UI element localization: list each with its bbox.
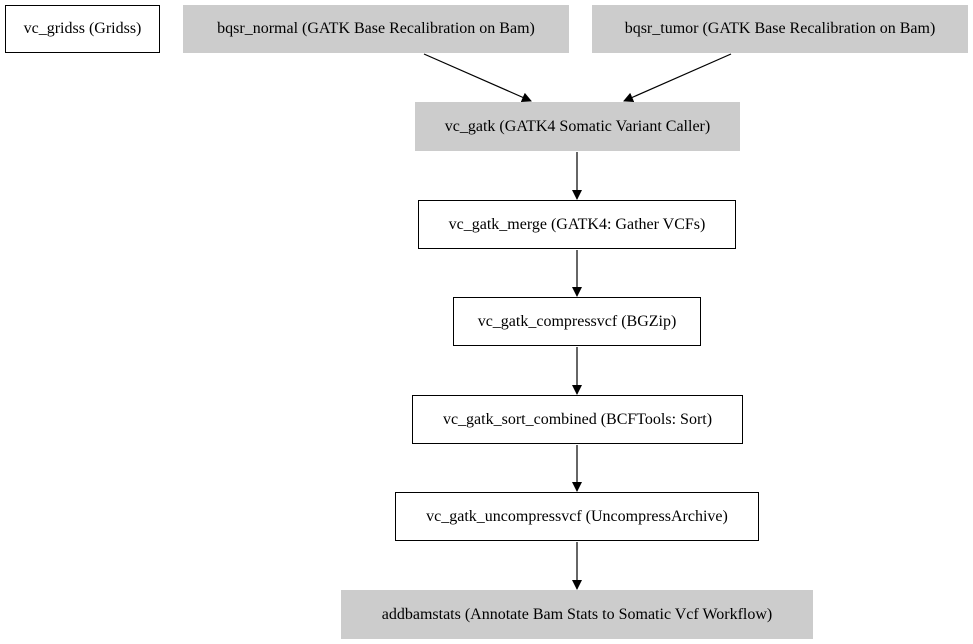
node-bqsr-normal[interactable]: bqsr_normal (GATK Base Recalibration on … <box>183 5 569 53</box>
node-vc-gatk-sort-combined-label: vc_gatk_sort_combined (BCFTools: Sort) <box>442 410 713 428</box>
edge-bqsr-normal-to-vc-gatk <box>423 53 532 102</box>
node-vc-gatk-label: vc_gatk (GATK4 Somatic Variant Caller) <box>444 117 711 135</box>
node-vc-gatk-uncompressvcf-label: vc_gatk_uncompressvcf (UncompressArchive… <box>426 507 728 525</box>
node-vc-gridss[interactable]: vc_gridss (Gridss) <box>5 5 160 53</box>
edge-bqsr-tumor-to-vc-gatk <box>623 53 732 102</box>
node-vc-gatk-compressvcf[interactable]: vc_gatk_compressvcf (BGZip) <box>453 297 701 346</box>
node-bqsr-tumor-label: bqsr_tumor (GATK Base Recalibration on B… <box>624 20 936 37</box>
node-addbamstats-label: addbamstats (Annotate Bam Stats to Somat… <box>381 605 773 623</box>
node-vc-gatk-merge-label: vc_gatk_merge (GATK4: Gather VCFs) <box>448 215 706 233</box>
node-vc-gatk-uncompressvcf[interactable]: vc_gatk_uncompressvcf (UncompressArchive… <box>395 492 759 541</box>
node-vc-gatk-merge[interactable]: vc_gatk_merge (GATK4: Gather VCFs) <box>418 200 736 249</box>
node-vc-gatk-sort-combined[interactable]: vc_gatk_sort_combined (BCFTools: Sort) <box>412 395 743 444</box>
node-vc-gridss-label: vc_gridss (Gridss) <box>23 20 142 37</box>
node-bqsr-normal-label: bqsr_normal (GATK Base Recalibration on … <box>217 20 535 37</box>
node-vc-gatk[interactable]: vc_gatk (GATK4 Somatic Variant Caller) <box>415 102 740 151</box>
node-addbamstats[interactable]: addbamstats (Annotate Bam Stats to Somat… <box>341 590 813 639</box>
node-bqsr-tumor[interactable]: bqsr_tumor (GATK Base Recalibration on B… <box>592 5 968 53</box>
node-vc-gatk-compressvcf-label: vc_gatk_compressvcf (BGZip) <box>477 312 677 330</box>
